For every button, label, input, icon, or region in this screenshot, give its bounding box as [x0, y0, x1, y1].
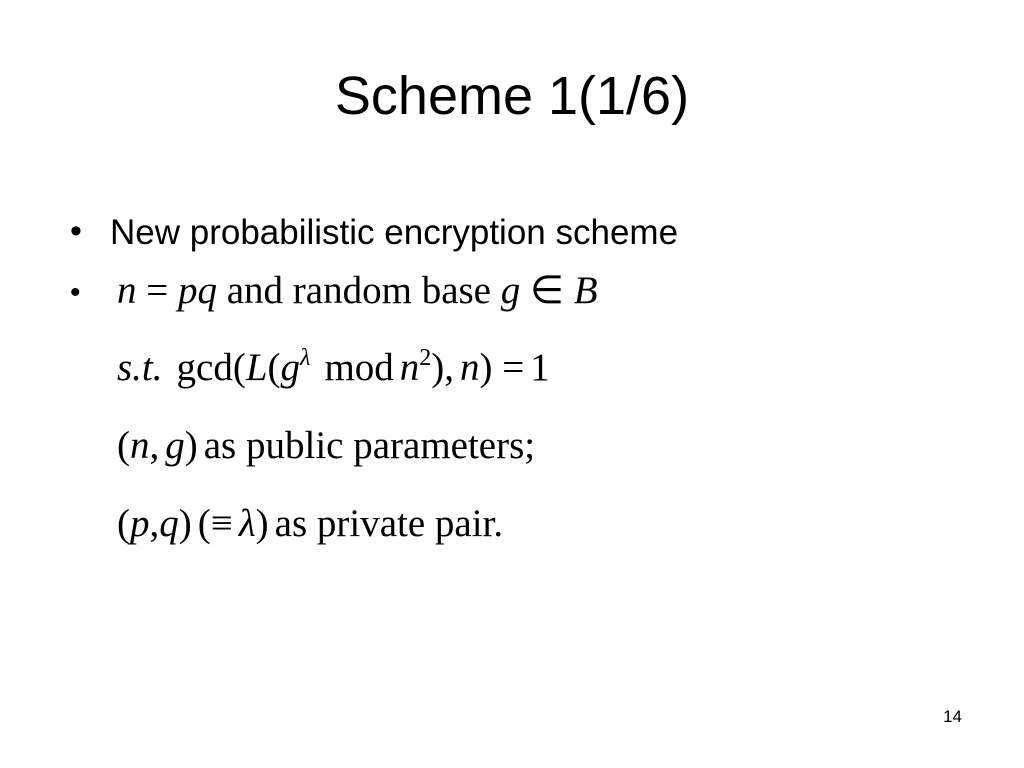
page-number: 14: [943, 707, 962, 726]
text-and-random-base: and random base: [226, 269, 491, 312]
element-of-sign: ∈: [530, 269, 564, 312]
close-paren: ): [178, 502, 192, 545]
close-paren: ): [184, 424, 198, 467]
exponent-two: 2: [419, 345, 432, 371]
close-part: ),: [431, 346, 455, 389]
modulus-n: n: [399, 346, 420, 389]
second-n: n: [460, 346, 480, 389]
var-B: B: [573, 269, 598, 312]
comma: ,: [149, 502, 160, 545]
bullet-marker-1: •: [70, 212, 82, 250]
open-paren: (: [117, 424, 130, 467]
exponent-lambda: λ: [300, 345, 311, 371]
L-function: L: [245, 346, 268, 389]
private-pair-text: as private pair.: [274, 502, 504, 545]
private-pair-line: (p,q)(≡λ)as private pair.: [117, 501, 503, 547]
slide-title: Scheme 1(1/6): [334, 66, 690, 126]
such-that: s.t.: [117, 346, 163, 389]
base-g: g: [280, 346, 301, 389]
var-n: n: [117, 269, 137, 312]
bullet-marker-2: •: [70, 276, 81, 309]
close-equals: ) =: [479, 346, 525, 389]
var-q: q: [159, 502, 179, 545]
bullet-text-1: New probabilistic encryption scheme: [110, 213, 679, 252]
formula-n-equals-pq: n = pq and random base g ∈ B: [117, 268, 598, 314]
open-paren: (: [267, 346, 281, 389]
var-n: n: [130, 424, 150, 467]
public-parameters-line: (n,g)as public parameters;: [117, 423, 535, 469]
equals-sign: =: [146, 269, 169, 312]
public-parameters-text: as public parameters;: [203, 424, 536, 467]
mod-operator: mod: [324, 346, 394, 389]
value-one: 1: [530, 346, 550, 389]
equiv-close: ): [255, 502, 269, 545]
comma: ,: [149, 424, 160, 467]
open-paren: (: [117, 502, 130, 545]
equiv-open: (≡: [197, 502, 233, 545]
var-lambda: λ: [238, 502, 256, 545]
var-pq: pq: [178, 269, 217, 312]
var-g: g: [165, 424, 185, 467]
gcd-function: gcd(: [176, 346, 246, 389]
var-g: g: [500, 269, 521, 312]
var-p: p: [130, 502, 150, 545]
